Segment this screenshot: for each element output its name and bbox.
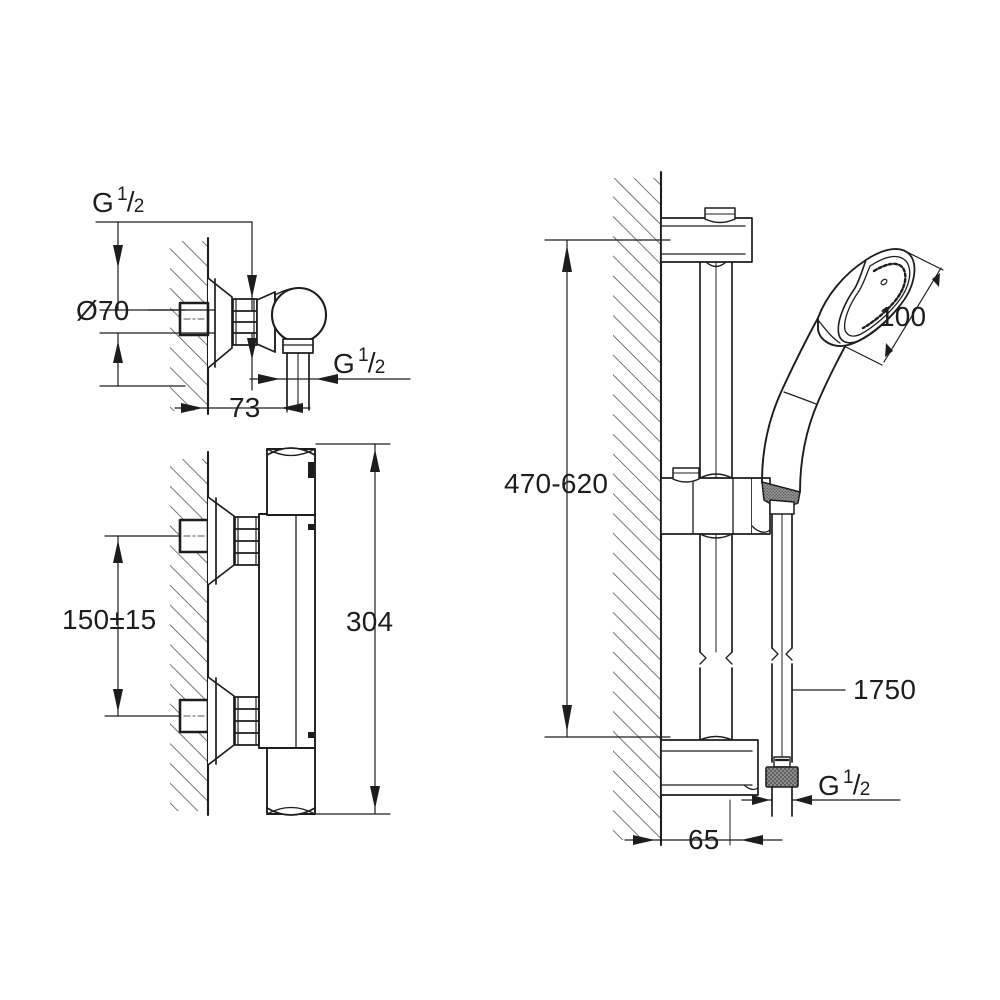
shower-rail-tube (699, 261, 733, 741)
fraction-slash: / (852, 769, 861, 800)
dim-304 (315, 443, 391, 815)
dim-73 (174, 403, 311, 413)
handle-lower (266, 747, 316, 816)
hand-shower (761, 248, 916, 508)
fraction-denominator: 2 (133, 196, 145, 217)
hand-shower-holder (660, 467, 771, 539)
label-g-half-outlet: G 1 / 2 (333, 346, 386, 379)
label-304: 304 (346, 606, 394, 637)
view-wall-union-top-left (95, 221, 411, 416)
view-shower-rail-right (544, 170, 944, 847)
fraction-numerator: 1 (842, 767, 854, 788)
label-1750: 1750 (853, 674, 917, 705)
label-g-half-hose: G 1 / 2 (818, 768, 871, 801)
outlet-pipe-top-left (286, 352, 310, 411)
shower-hose (765, 499, 799, 817)
dim-65 (624, 799, 783, 846)
label-g-half-inlet: G 1 / 2 (92, 185, 145, 218)
dim-470-620 (544, 239, 671, 738)
label-diameter-70: Ø70 (76, 295, 130, 326)
label-150-15: 150±15 (62, 604, 157, 635)
ball-joint-top-left (270, 286, 328, 344)
view-thermostat-bottom-left (104, 443, 391, 817)
dim-g-half-inlet (95, 221, 257, 311)
outlet-collar-top-left (282, 338, 314, 354)
union-upper (178, 496, 260, 586)
dim-g-half-hose (741, 795, 901, 805)
dim-g-half-outlet (249, 374, 411, 384)
handle-upper (266, 447, 316, 516)
label-73: 73 (229, 392, 261, 423)
wall-section-right (613, 170, 663, 847)
g-letter: G (92, 187, 114, 218)
label-100: 100 (879, 301, 927, 332)
union-lower (178, 676, 260, 766)
label-470-620: 470-620 (504, 468, 609, 499)
dim-150-15 (104, 535, 181, 717)
inlet-nipple-top-left (178, 301, 210, 337)
fraction-slash: / (367, 347, 376, 378)
fraction-slash: / (126, 186, 135, 217)
dim-100 (845, 251, 944, 366)
fraction-denominator: 2 (859, 779, 871, 800)
thermostat-body (258, 513, 316, 749)
rail-bracket-bottom (660, 735, 759, 796)
dim-diameter-70 (99, 309, 257, 391)
label-65: 65 (688, 824, 720, 855)
fraction-denominator: 2 (374, 357, 386, 378)
fraction-numerator: 1 (357, 345, 369, 366)
g-letter: G (818, 770, 840, 801)
g-letter: G (333, 348, 355, 379)
fraction-numerator: 1 (116, 184, 128, 205)
rail-bracket-top (660, 207, 753, 268)
escutcheon-top-left (207, 277, 233, 369)
wall-section-bottom-left (170, 450, 210, 817)
